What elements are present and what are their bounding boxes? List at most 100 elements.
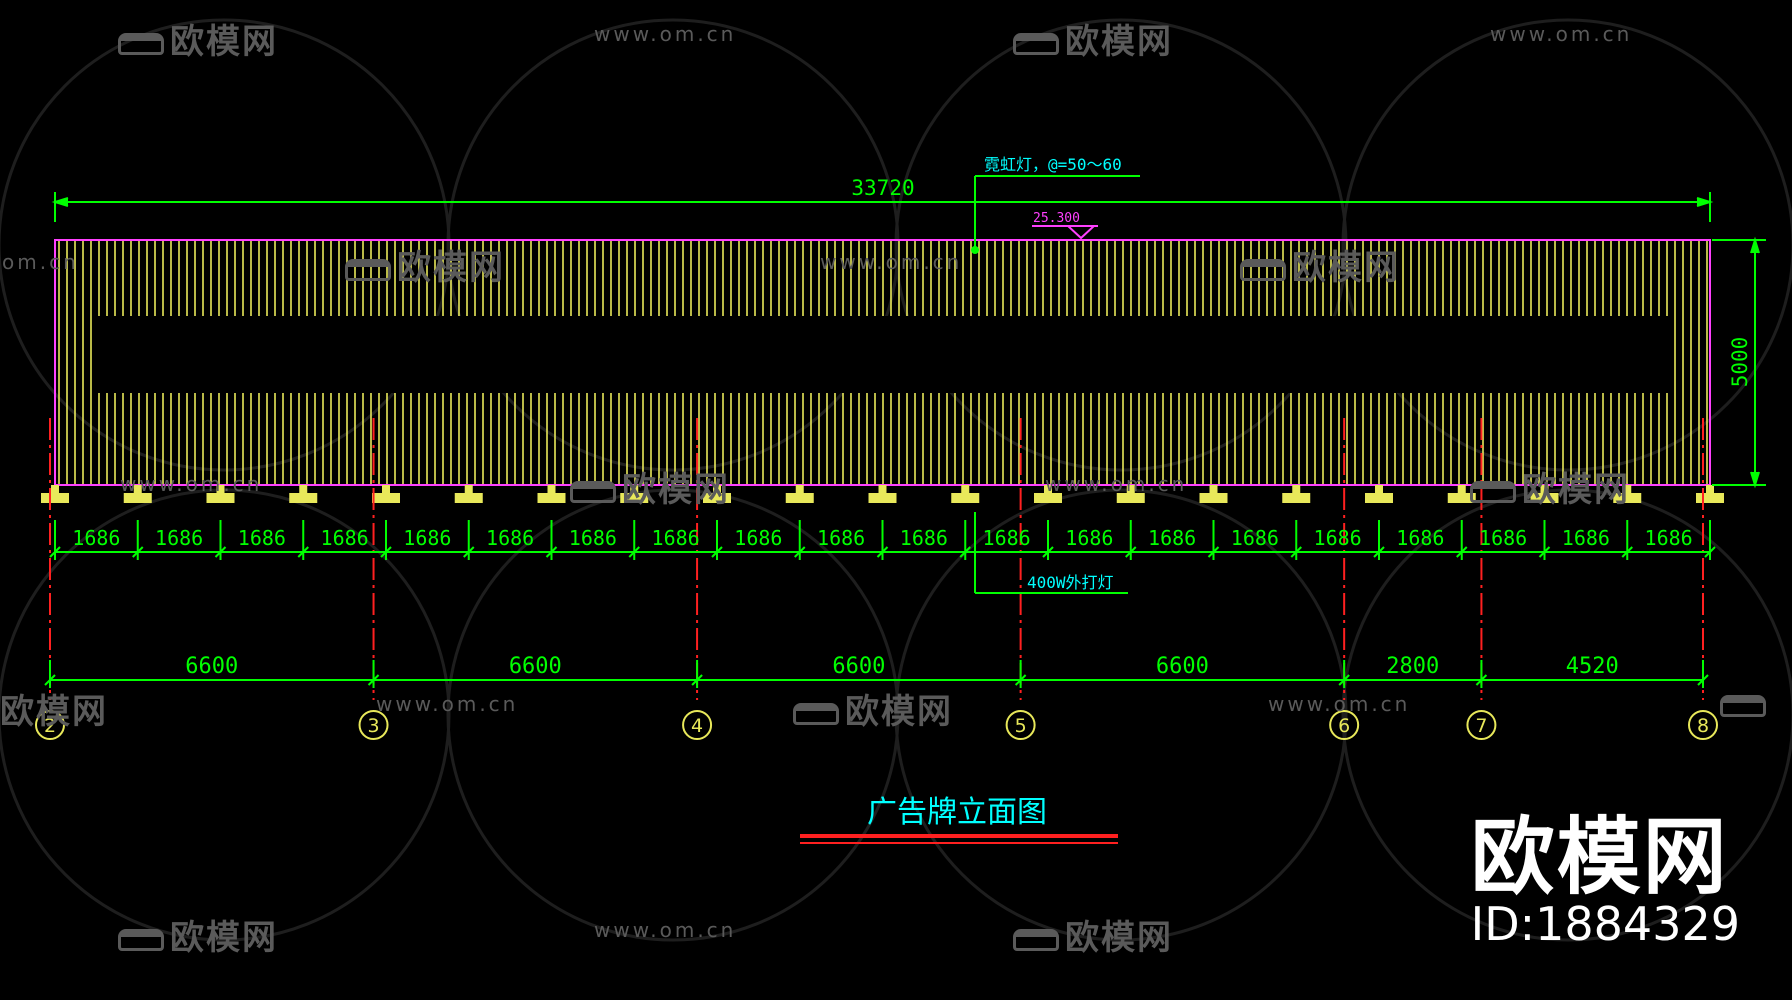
bay-dim-tick-mark [463,546,475,558]
bay-dim-label: 1686 [1065,526,1113,550]
height-dimension-label: 5000 [1728,337,1752,388]
axis-dim-tick-mark [1014,674,1027,686]
axis-bubble: 5 [1005,710,1036,740]
flood-light-note: 400W外打灯 [1027,573,1114,592]
axis-bubble: 7 [1466,710,1497,740]
axis-dim-tick-mark [1697,674,1709,686]
bay-dim-label: 1686 [1148,526,1196,550]
bay-dim-tick-mark [1456,546,1468,558]
neon-note: 霓虹灯，@=50～60 [984,155,1122,174]
watermark-circle [1341,488,1792,942]
base-support [454,485,483,503]
bay-dim-label: 1686 [238,526,286,550]
axis-bubble-label: 6 [1338,715,1350,737]
bay-dim-tick-mark [1373,546,1385,558]
bay-dim-tick-mark [876,546,889,558]
base-support [620,485,649,503]
base-support [41,485,69,503]
bay-dim-tick-mark [1042,546,1054,558]
watermark-circle [446,488,900,942]
bay-dim-label: 1686 [486,526,534,550]
brand-name: 欧模网 [1470,808,1729,907]
base-support [951,485,980,503]
elevation-marker [1032,225,1098,240]
axis-dim-tick-mark [691,674,703,686]
base-support [289,485,318,503]
axis-dim-label: 6600 [509,654,562,679]
axis-bubble: 3 [358,710,389,740]
axis-bubble-label: 2 [44,715,56,737]
bay-dim-label: 1686 [155,526,203,550]
axis-dim-tick-mark [44,674,56,686]
base-support [1696,485,1724,503]
base-support [1199,485,1228,503]
axis-bubble-label: 7 [1475,715,1487,737]
flood-light-leader [974,512,1128,594]
bay-dim-tick-mark [49,546,61,558]
bay-dimensions: 1686 1686 1686 1686 1686 1686 1686 1686 1686 1686… [49,520,1716,560]
bay-dim-label: 1686 [652,526,700,550]
axis-dim-label: 2800 [1386,654,1439,679]
bay-dim-label: 1686 [72,526,120,550]
base-support [1034,485,1062,503]
base-support [785,485,814,503]
bay-dim-tick-mark [1207,546,1220,558]
bay-dim-label: 1686 [983,526,1031,550]
bay-dim-tick-mark [1125,546,1137,558]
bay-dim-tick-mark [380,546,392,558]
bay-dim-label: 1686 [734,526,782,550]
elevation-label: 25.300 [1033,211,1080,226]
bay-dim-label: 1686 [1314,526,1362,550]
axis-dim-label: 4520 [1566,654,1619,679]
axis-bubble: 8 [1688,710,1718,740]
axis-dim-tick-mark [367,674,380,686]
watermark-circle [894,18,1348,472]
bay-dim-tick-mark [711,546,723,558]
base-support [1116,485,1145,503]
bay-dim-label: 1686 [1231,526,1279,550]
axis-bubble: 6 [1329,710,1360,740]
bay-dim-tick-mark [1704,546,1716,558]
grid-axis-lines [49,418,1704,700]
axis-dim-label: 6600 [1156,654,1209,679]
base-support [1613,485,1642,503]
frame-opening [98,316,1668,393]
bay-dim-tick-mark [628,546,640,558]
base-support [1530,485,1559,503]
bay-dim-label: 1686 [1479,526,1527,550]
bay-dim-label: 1686 [569,526,617,550]
axis-bubble: 2 [35,710,65,740]
bay-dim-tick-mark [959,546,971,558]
bay-dim-label: 1686 [403,526,451,550]
axis-dim-label: 6600 [832,654,885,679]
bay-dim-tick-mark [1290,546,1302,558]
base-support [372,485,400,503]
axis-bubble: 4 [682,710,713,740]
base-support [1447,485,1476,503]
bay-dim-tick-mark [132,546,144,558]
axis-bubble-label: 5 [1015,715,1027,737]
axis-dim-label: 6600 [185,654,238,679]
billboard-frame [41,239,1724,503]
overall-width-label: 33720 [851,176,914,200]
bay-dim-tick-mark [794,546,806,558]
axis-bubbles: 2 3 4 5 6 7 8 [35,710,1718,740]
watermark-circle [1341,18,1792,472]
hatch-lines [58,240,1708,485]
base-support [206,485,235,503]
base-support [1365,485,1393,503]
axis-bubble-label: 4 [691,715,703,737]
watermark-circle [894,488,1348,942]
frame-hatching [58,240,1708,485]
base-support [868,485,897,503]
base-support [123,485,152,503]
brand-stamp: 欧模网 ID:1884329 [1471,815,1740,950]
height-dimension [1712,236,1766,489]
bay-dim-tick-mark [545,546,558,558]
bay-dim-label: 1686 [321,526,369,550]
bay-dim-label: 1686 [1562,526,1610,550]
bay-dim-label: 1686 [1396,526,1444,550]
base-support [1282,485,1311,503]
overall-width-dimension [51,192,1714,222]
